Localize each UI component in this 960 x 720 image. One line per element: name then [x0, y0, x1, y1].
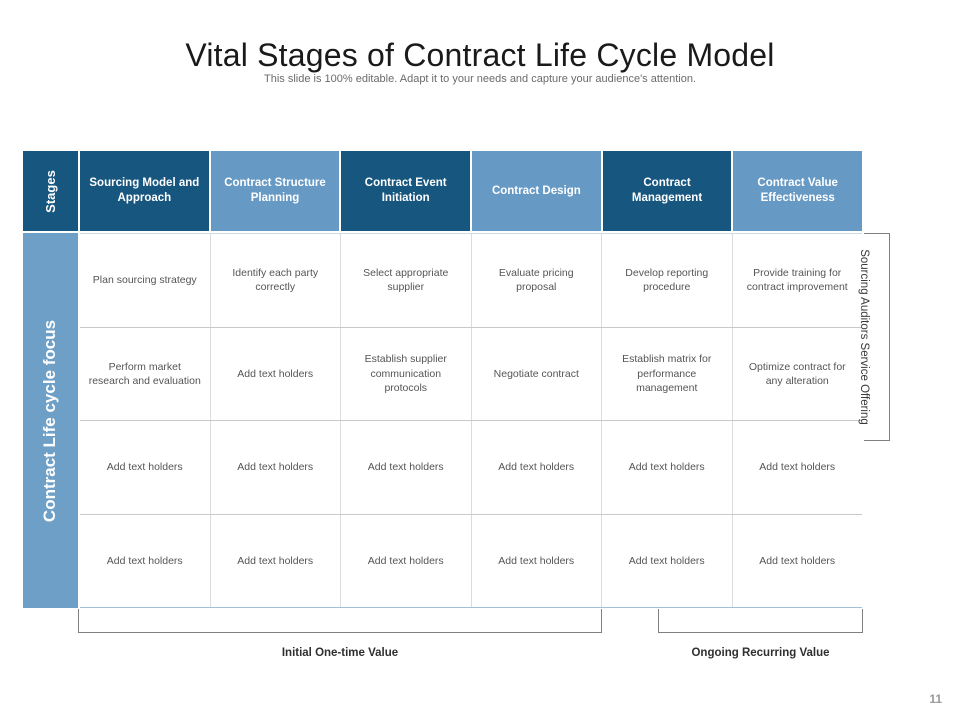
column-header-contract-design[interactable]: Contract Design: [472, 151, 601, 231]
matrix-cell[interactable]: Provide training for contract improvemen…: [732, 234, 862, 327]
matrix-cell[interactable]: Plan sourcing strategy: [80, 234, 211, 327]
column-header-contract-event-initiation[interactable]: Contract Event Initiation: [341, 151, 471, 231]
service-offering-bracket: [864, 233, 890, 441]
ongoing-value-label: Ongoing Recurring Value: [691, 647, 830, 659]
matrix-cell[interactable]: Add text holders: [471, 421, 602, 514]
rail-lifecycle-focus-label: Contract Life cycle focus: [40, 319, 60, 522]
table-row: Perform market research and evaluation A…: [80, 327, 862, 421]
matrix-cell[interactable]: Identify each party correctly: [210, 234, 341, 327]
matrix-cell[interactable]: Add text holders: [341, 421, 472, 514]
matrix-cell[interactable]: Add text holders: [210, 327, 341, 420]
matrix-cell[interactable]: Establish matrix for performance managem…: [602, 327, 733, 420]
rail-stages-label: Stages: [42, 169, 58, 213]
column-header-contract-structure-planning[interactable]: Contract Structure Planning: [210, 151, 340, 231]
matrix-cell[interactable]: Add text holders: [602, 514, 733, 607]
table-row: Add text holders Add text holders Add te…: [80, 421, 862, 515]
matrix-cell[interactable]: Perform market research and evaluation: [80, 327, 211, 420]
initial-value-bracket: [78, 609, 602, 633]
column-header-sourcing-model-and-approach[interactable]: Sourcing Model and Approach: [80, 151, 209, 231]
matrix-cell[interactable]: Add text holders: [732, 421, 862, 514]
matrix-cell[interactable]: Add text holders: [602, 421, 733, 514]
matrix-cell[interactable]: Add text holders: [80, 514, 211, 607]
matrix-header-row: Sourcing Model and Approach Contract Str…: [80, 151, 863, 231]
matrix-cell[interactable]: Establish supplier communication protoco…: [341, 327, 472, 420]
matrix-cell[interactable]: Add text holders: [732, 514, 862, 607]
table-row: Add text holders Add text holders Add te…: [80, 514, 862, 608]
matrix-cell[interactable]: Add text holders: [80, 421, 211, 514]
table-row: Plan sourcing strategy Identify each par…: [80, 234, 862, 328]
matrix-cell[interactable]: Optimize contract for any alteration: [732, 327, 862, 420]
ongoing-value-bracket: [658, 609, 863, 633]
rail-lifecycle-focus: Contract Life cycle focus: [23, 233, 78, 608]
matrix-cell[interactable]: Develop reporting procedure: [602, 234, 733, 327]
matrix-cell[interactable]: Negotiate contract: [471, 327, 602, 420]
service-offering-label: Sourcing Auditors Service Offering: [858, 249, 870, 425]
matrix-cell[interactable]: Evaluate pricing proposal: [471, 234, 602, 327]
page-subtitle: This slide is 100% editable. Adapt it to…: [264, 73, 696, 85]
page-title: Vital Stages of Contract Life Cycle Mode…: [185, 37, 775, 74]
matrix-cell[interactable]: Add text holders: [471, 514, 602, 607]
matrix-cell[interactable]: Add text holders: [210, 514, 341, 607]
page-number: 11: [929, 692, 942, 706]
contract-lifecycle-matrix: Stages Contract Life cycle focus Sourcin…: [23, 151, 863, 608]
matrix-cell[interactable]: Add text holders: [210, 421, 341, 514]
matrix-cell[interactable]: Select appropriate supplier: [341, 234, 472, 327]
rail-stages: Stages: [23, 151, 78, 231]
matrix-cell[interactable]: Add text holders: [341, 514, 472, 607]
initial-value-label: Initial One-time Value: [281, 647, 399, 659]
column-header-contract-management[interactable]: Contract Management: [602, 151, 732, 231]
column-header-contract-value-effectiveness[interactable]: Contract Value Effectiveness: [733, 151, 863, 231]
matrix-body: Plan sourcing strategy Identify each par…: [80, 233, 862, 608]
